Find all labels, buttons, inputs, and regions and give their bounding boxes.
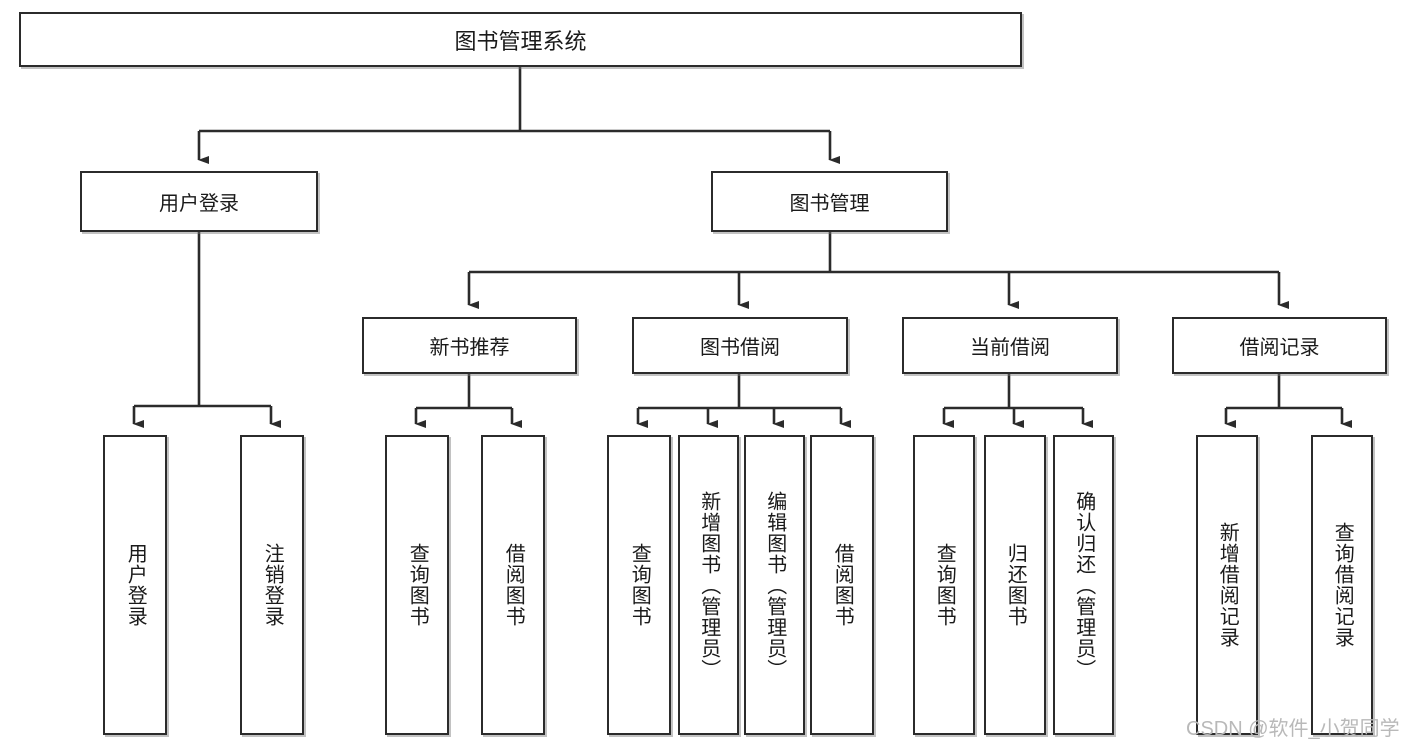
node-leaf-confirm-return-label: 确认归还（管理员）	[1072, 490, 1095, 680]
node-leaf-query-book-3-label: 查询图书	[933, 543, 956, 627]
node-book-borrow[interactable]: 图书借阅	[632, 317, 848, 374]
node-leaf-borrow-book-1-label: 借阅图书	[502, 543, 525, 627]
node-leaf-query-record-label: 查询借阅记录	[1331, 522, 1354, 648]
node-borrow-record-label: 借阅记录	[1239, 337, 1320, 359]
node-leaf-query-book-1[interactable]: 查询图书	[385, 435, 449, 735]
node-leaf-add-book-label: 新增图书（管理员）	[697, 490, 720, 680]
node-leaf-return-book[interactable]: 归还图书	[984, 435, 1046, 735]
node-current-borrow[interactable]: 当前借阅	[902, 317, 1118, 374]
node-leaf-borrow-book-2-label: 借阅图书	[831, 543, 854, 627]
node-leaf-return-book-label: 归还图书	[1004, 543, 1027, 627]
node-leaf-add-record[interactable]: 新增借阅记录	[1196, 435, 1258, 735]
node-current-borrow-label: 当前借阅	[970, 337, 1050, 359]
node-leaf-query-book-2-label: 查询图书	[628, 543, 651, 627]
node-root-label: 图书管理系统	[454, 28, 587, 54]
node-leaf-user-login[interactable]: 用户登录	[103, 435, 167, 735]
node-leaf-borrow-book-2[interactable]: 借阅图书	[810, 435, 874, 735]
node-leaf-add-book[interactable]: 新增图书（管理员）	[678, 435, 739, 735]
node-leaf-confirm-return[interactable]: 确认归还（管理员）	[1053, 435, 1114, 735]
node-leaf-query-book-2[interactable]: 查询图书	[607, 435, 671, 735]
node-leaf-user-login-label: 用户登录	[124, 543, 147, 627]
node-root[interactable]: 图书管理系统	[19, 12, 1022, 67]
node-user-login-label: 用户登录	[159, 193, 239, 215]
node-new-book-rec-label: 新书推荐	[429, 337, 510, 359]
node-leaf-edit-book[interactable]: 编辑图书（管理员）	[744, 435, 805, 735]
node-new-book-rec[interactable]: 新书推荐	[362, 317, 577, 374]
node-book-borrow-label: 图书借阅	[700, 337, 780, 359]
node-borrow-record[interactable]: 借阅记录	[1172, 317, 1387, 374]
node-user-login[interactable]: 用户登录	[80, 171, 318, 232]
watermark: CSDN @软件_小贺同学	[1186, 718, 1400, 740]
node-leaf-borrow-book-1[interactable]: 借阅图书	[481, 435, 545, 735]
node-leaf-query-book-3[interactable]: 查询图书	[913, 435, 975, 735]
node-book-manage-label: 图书管理	[789, 193, 870, 215]
node-leaf-query-book-1-label: 查询图书	[406, 543, 429, 627]
node-leaf-logout[interactable]: 注销登录	[240, 435, 304, 735]
node-book-manage[interactable]: 图书管理	[711, 171, 948, 232]
node-leaf-logout-label: 注销登录	[261, 543, 284, 627]
node-leaf-add-record-label: 新增借阅记录	[1216, 522, 1239, 648]
node-leaf-edit-book-label: 编辑图书（管理员）	[763, 490, 786, 680]
node-leaf-query-record[interactable]: 查询借阅记录	[1311, 435, 1373, 735]
